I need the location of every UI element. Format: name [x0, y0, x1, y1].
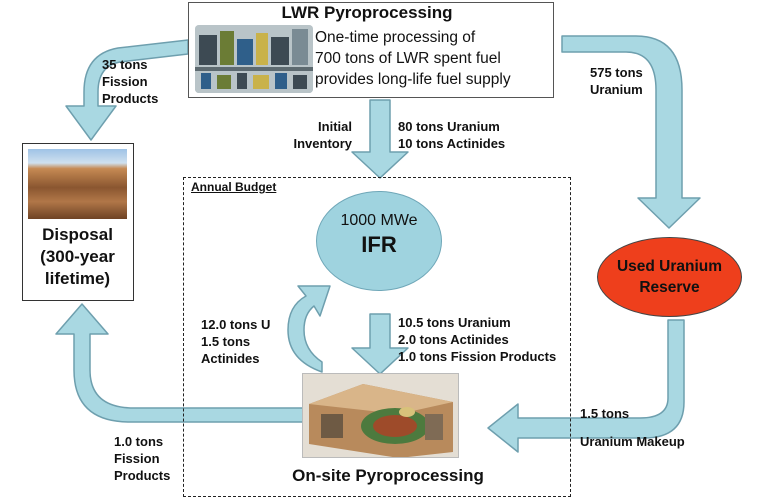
- lwr-description: One-time processing of 700 tons of LWR s…: [315, 27, 551, 90]
- onsite-facility-image: [302, 373, 459, 458]
- arrow-fission-to-disposal: [65, 39, 189, 141]
- label-line: 2.0 tons Actinides: [398, 332, 509, 347]
- label-line: Products: [114, 468, 171, 483]
- label-line: Actinides: [201, 351, 260, 366]
- disposal-line: Disposal: [42, 225, 113, 244]
- disposal-title: Disposal (300-year lifetime): [23, 224, 132, 290]
- arrow-onsite-to-disposal: [55, 303, 305, 423]
- lwr-desc-line: 700 tons of LWR spent fuel: [315, 50, 501, 67]
- arrow-uranium-to-reserve: [561, 35, 701, 229]
- facility-image: [195, 25, 313, 93]
- label-line: 35 tons: [102, 57, 148, 72]
- label-line: Fission: [102, 74, 148, 89]
- disposal-line: (300-year: [40, 247, 115, 266]
- ifr-power: 1000 MWe: [340, 212, 418, 229]
- onsite-title: On-site Pyroprocessing: [292, 466, 484, 485]
- label-line: 10 tons Actinides: [398, 136, 506, 151]
- label-line: 575 tons: [590, 65, 643, 80]
- label-line: Products: [102, 91, 159, 106]
- arrow-uranium-makeup: [487, 319, 685, 453]
- label-fission-to-disposal: 35 tons Fission Products: [102, 56, 158, 107]
- label-line: Initial: [318, 119, 352, 134]
- label-line: 12.0 tons U: [201, 317, 271, 332]
- annual-budget-label: Annual Budget: [191, 180, 277, 194]
- used-uranium-reserve: Used Uranium Reserve: [597, 237, 742, 317]
- arrow-ifr-to-onsite: [351, 313, 409, 375]
- label-line: 1.0 tons Fission Products: [398, 349, 557, 364]
- label-line: Fission: [114, 451, 160, 466]
- facility-illustration: [195, 25, 313, 93]
- ifr-name: IFR: [361, 232, 397, 257]
- label-initial-amounts: 80 tons Uranium 10 tons Actinides: [398, 118, 505, 152]
- label-makeup-name: Uranium Makeup: [580, 434, 685, 449]
- label-makeup-amount: 1.5 tons: [580, 406, 630, 421]
- ifr-reactor: 1000 MWe IFR: [316, 191, 442, 291]
- reserve-line: Reserve: [639, 279, 700, 296]
- desert-image: [28, 149, 127, 219]
- label-line: 1.0 tons: [114, 434, 164, 449]
- lwr-pyroprocessing-box: LWR Pyroprocessing One-time processing o…: [188, 2, 554, 98]
- label-recycle: 12.0 tons U 1.5 tons Actinides: [201, 316, 270, 367]
- label-line: 80 tons Uranium: [398, 119, 500, 134]
- disposal-line: lifetime): [44, 269, 111, 288]
- label-line: Inventory: [293, 136, 352, 151]
- reserve-line: Used Uranium: [616, 258, 723, 275]
- label-line: 10.5 tons Uranium: [398, 315, 511, 330]
- label-line: 1.5 tons: [201, 334, 251, 349]
- label-onsite-to-disposal: 1.0 tons Fission Products: [114, 433, 170, 484]
- disposal-box: Disposal (300-year lifetime): [22, 143, 134, 301]
- onsite-illustration: [303, 374, 458, 457]
- label-line: Uranium: [590, 82, 643, 97]
- lwr-desc-line: One-time processing of: [315, 29, 476, 46]
- label-initial-inventory: Initial Inventory: [280, 118, 352, 152]
- arrow-initial-inventory: [351, 99, 409, 179]
- label-ifr-to-onsite: 10.5 tons Uranium 2.0 tons Actinides 1.0…: [398, 314, 556, 365]
- lwr-title: LWR Pyroprocessing: [281, 3, 453, 22]
- label-uranium-to-reserve: 575 tons Uranium: [590, 64, 643, 98]
- lwr-desc-line: provides long-life fuel supply: [315, 71, 511, 88]
- arrow-recycle-to-ifr: [287, 285, 331, 373]
